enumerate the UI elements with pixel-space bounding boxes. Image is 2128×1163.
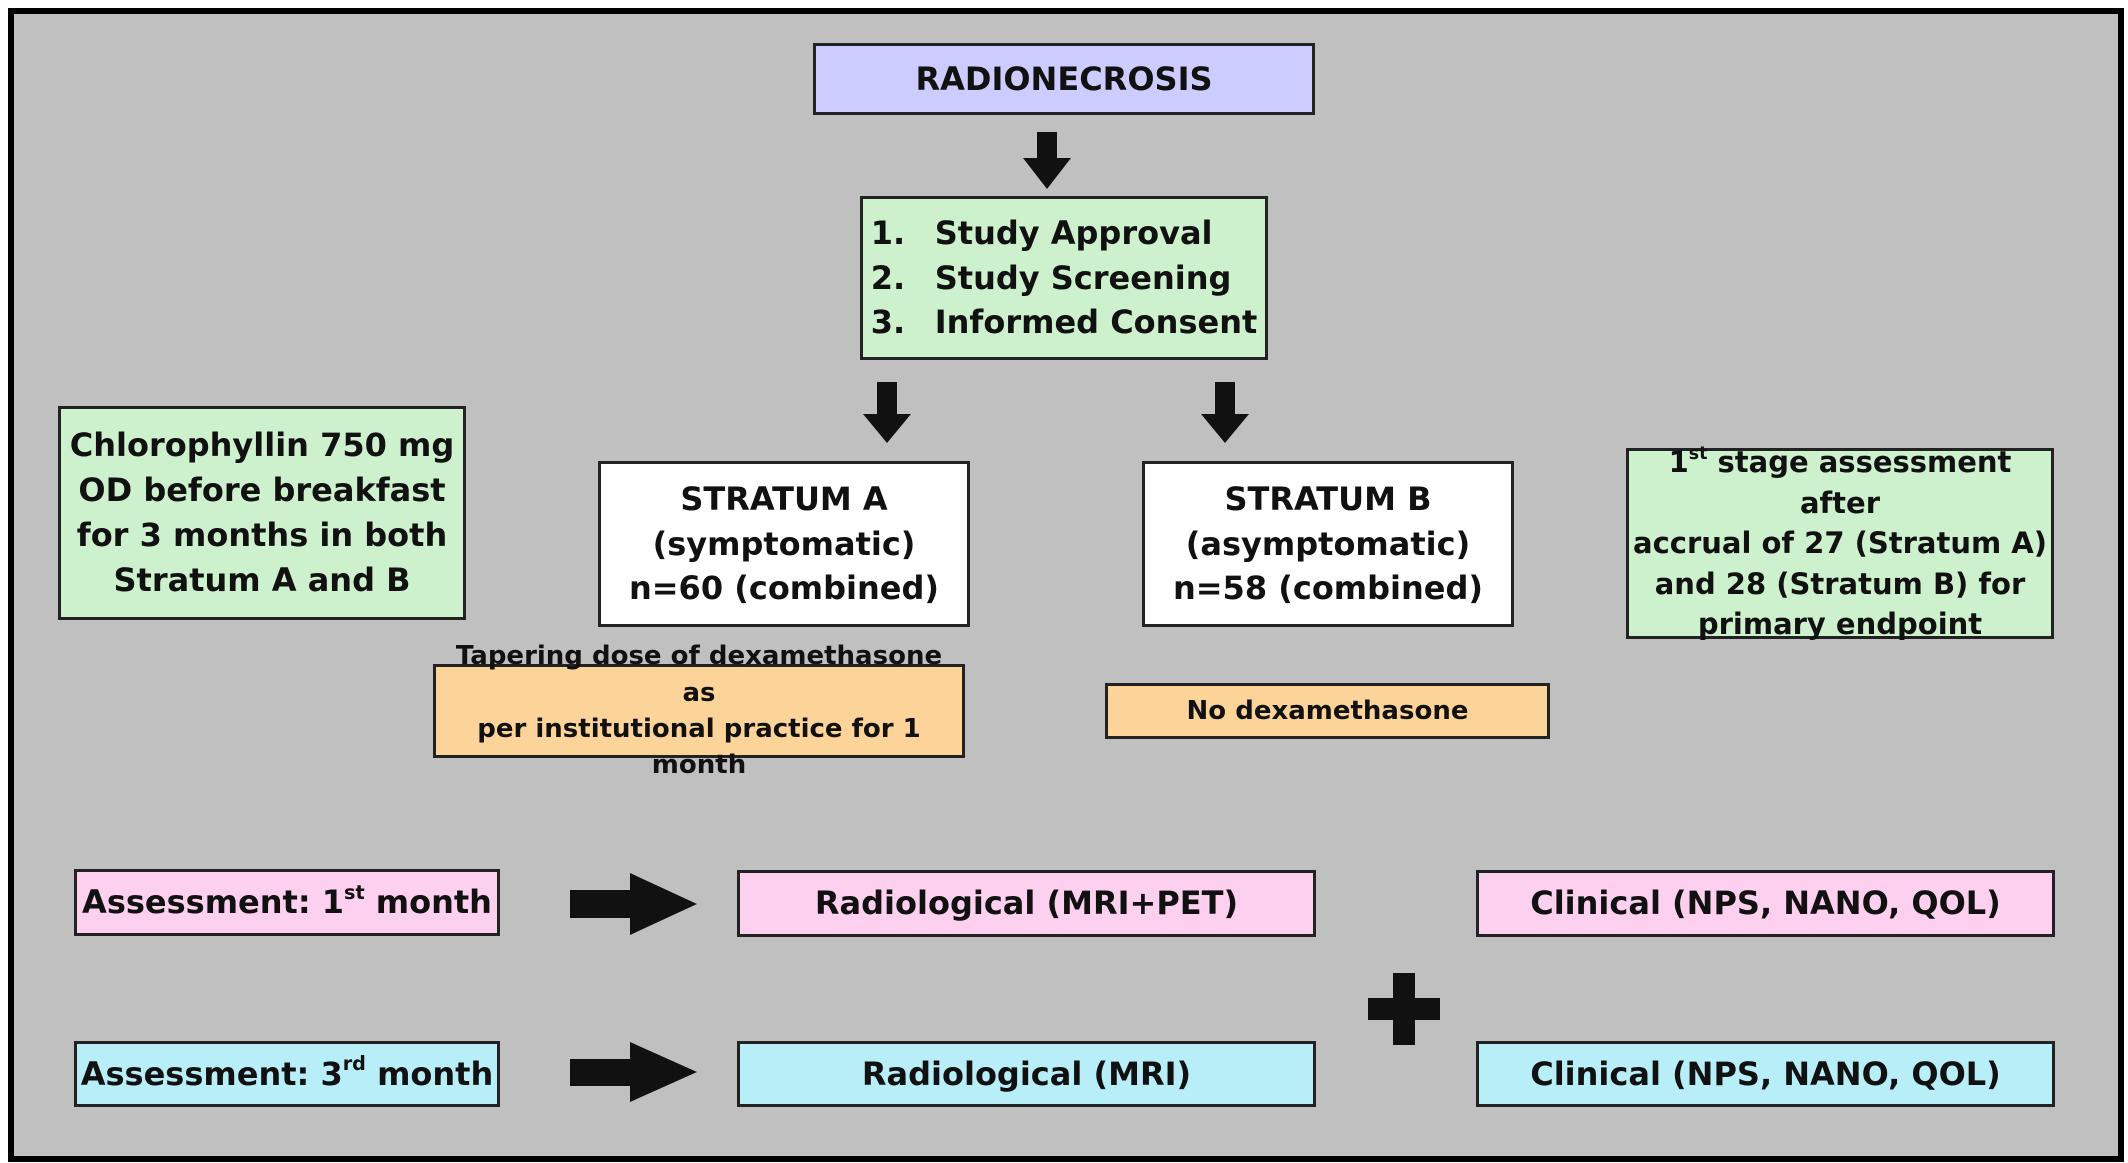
- treatment-box: Chlorophyllin 750 mg OD before breakfast…: [58, 406, 466, 620]
- stratum-a-line: STRATUM A: [680, 479, 888, 518]
- radiological-month-3-text: Radiological (MRI): [861, 1054, 1192, 1093]
- stage-line: primary endpoint: [1697, 607, 1983, 642]
- stratum-a-note-box: Tapering dose of dexamethasone as per in…: [433, 641, 965, 780]
- treatment-line: for 3 months in both: [76, 516, 448, 554]
- stratum-a-note-line: per institutional practice for 1 month: [477, 714, 921, 781]
- title-text: RADIONECROSIS: [915, 59, 1213, 98]
- stratum-a-line: (symptomatic): [652, 524, 916, 563]
- step-item: 2.Study Screening: [870, 258, 1232, 297]
- stratum-b-note: No dexamethasone: [1186, 695, 1469, 726]
- step-item: 1.Study Approval: [870, 213, 1213, 252]
- down-arrow-title: [1023, 132, 1071, 189]
- treatment-line: OD before breakfast: [78, 471, 446, 510]
- stage-assessment-box: 1st stage assessment after accrual of 27…: [1626, 445, 2054, 641]
- plus-icon: [1368, 973, 1440, 1045]
- stratum-b-line: (asymptomatic): [1185, 524, 1471, 563]
- stratum-a-note-line: Tapering dose of dexamethasone as: [455, 641, 943, 708]
- radiological-month-1-text: Radiological (MRI+PET): [814, 884, 1239, 923]
- stage-line: accrual of 27 (Stratum A): [1633, 526, 2047, 561]
- stratum-a-line: n=60 (combined): [628, 569, 940, 608]
- right-arrow-month-3: [570, 1042, 697, 1102]
- stratum-b-box: STRATUM B (asymptomatic) n=58 (combined): [1142, 461, 1514, 627]
- treatment-line: Chlorophyllin 750 mg: [69, 426, 455, 465]
- radiological-month-3-box: Radiological (MRI): [737, 1041, 1316, 1107]
- steps-list: 1.Study Approval 2.Study Screening 3.Inf…: [871, 211, 1258, 345]
- assessment-month-1-box: Assessment: 1st month: [74, 869, 500, 936]
- step-item: 3.Informed Consent: [870, 303, 1258, 342]
- radiological-month-1-box: Radiological (MRI+PET): [737, 870, 1316, 937]
- clinical-month-3-box: Clinical (NPS, NANO, QOL): [1476, 1041, 2055, 1107]
- clinical-month-3-text: Clinical (NPS, NANO, QOL): [1530, 1054, 2001, 1093]
- stage-line: 1st stage assessment after: [1668, 443, 2012, 520]
- clinical-month-1-box: Clinical (NPS, NANO, QOL): [1476, 870, 2055, 937]
- down-arrow-stratum-b: [1201, 382, 1249, 443]
- steps-box: 1.Study Approval 2.Study Screening 3.Inf…: [860, 196, 1268, 360]
- down-arrow-stratum-a: [863, 382, 911, 443]
- assessment-month-3-box: Assessment: 3rd month: [74, 1041, 500, 1107]
- clinical-month-1-text: Clinical (NPS, NANO, QOL): [1530, 884, 2001, 923]
- stratum-b-line: n=58 (combined): [1172, 569, 1484, 608]
- stratum-b-note-box: No dexamethasone: [1105, 683, 1550, 739]
- stage-line: and 28 (Stratum B) for: [1654, 566, 2026, 601]
- title-box: RADIONECROSIS: [813, 43, 1315, 115]
- assessment-month-1-label: Assessment: 1st month: [82, 880, 492, 922]
- stratum-b-line: STRATUM B: [1224, 479, 1432, 518]
- assessment-month-3-label: Assessment: 3rd month: [80, 1052, 494, 1093]
- treatment-line: Stratum A and B: [113, 560, 411, 599]
- stratum-a-box: STRATUM A (symptomatic) n=60 (combined): [598, 461, 970, 627]
- right-arrow-month-1: [570, 873, 697, 935]
